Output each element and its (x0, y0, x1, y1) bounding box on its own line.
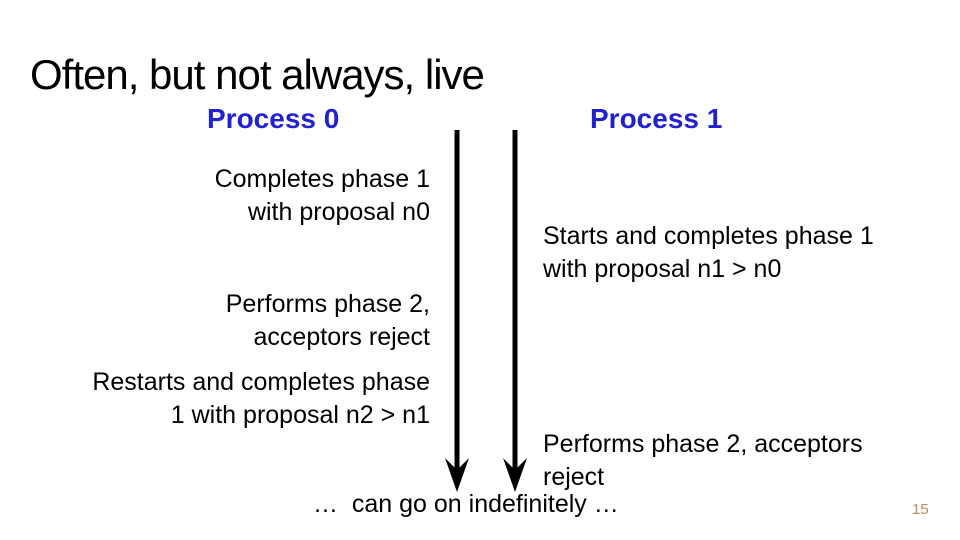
event-p0-restarts-phase1: Restarts and completes phase 1 with prop… (92, 366, 430, 432)
event-p0-completes-phase1: Completes phase 1 with proposal n0 (215, 163, 430, 229)
event-line: Starts and completes phase 1 (543, 222, 874, 250)
event-line: 1 with proposal n2 > n1 (170, 401, 430, 429)
page-number: 15 (912, 501, 929, 518)
slide-title: Often, but not always, live (30, 51, 485, 98)
event-line: Completes phase 1 (214, 165, 430, 193)
event-line: Restarts and completes phase (92, 368, 430, 396)
down-arrow-icon (445, 130, 469, 492)
event-line: Performs phase 2, (225, 290, 430, 318)
event-p1-starts-completes-phase1: Starts and completes phase 1 with propos… (543, 220, 874, 286)
event-line: Performs phase 2, acceptors (543, 430, 863, 458)
event-line: with proposal n0 (247, 198, 430, 226)
down-arrow-icon (503, 130, 527, 492)
footer-note: … can go on indefinitely … (313, 490, 619, 518)
event-line: acceptors reject (253, 323, 430, 351)
event-p1-performs-phase2: Performs phase 2, acceptors reject (543, 428, 863, 494)
event-line: with proposal n1 > n0 (543, 255, 782, 283)
event-line: reject (543, 463, 605, 491)
process0-header: Process 0 (207, 103, 340, 134)
event-p0-performs-phase2: Performs phase 2, acceptors reject (226, 288, 430, 354)
process1-header: Process 1 (590, 103, 723, 134)
